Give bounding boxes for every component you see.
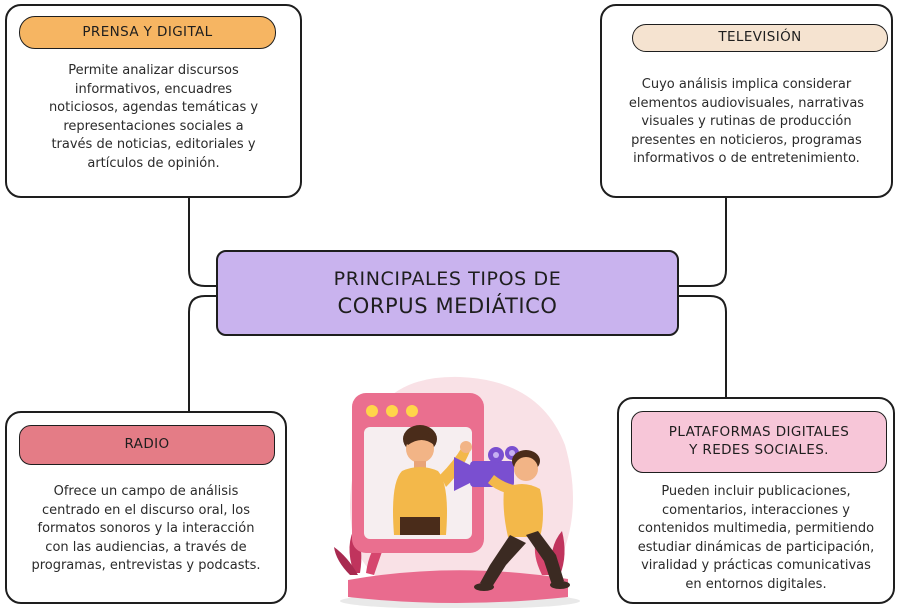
connector-radio bbox=[188, 295, 217, 412]
connector-plataformas bbox=[679, 295, 727, 398]
node-television-text: Cuyo análisis implica considerar element… bbox=[628, 77, 865, 167]
node-prensa-title: PRENSA Y DIGITAL bbox=[19, 16, 276, 49]
node-plataformas-card: PLATAFORMAS DIGITALES Y REDES SOCIALES. … bbox=[617, 397, 895, 604]
connector-television bbox=[679, 198, 727, 287]
center-title-line-2: CORPUS MEDIÁTICO bbox=[337, 294, 558, 318]
node-radio-card: RADIO Ofrece un campo de análisis centra… bbox=[5, 411, 287, 604]
connector-prensa bbox=[188, 198, 217, 287]
node-radio-text: Ofrece un campo de análisis centrado en … bbox=[31, 484, 261, 574]
node-plataformas-text: Pueden incluir publicaciones, comentario… bbox=[637, 484, 875, 592]
node-television-title: TELEVISIÓN bbox=[632, 24, 888, 52]
node-prensa-card: PRENSA Y DIGITAL Permite analizar discur… bbox=[5, 4, 302, 198]
center-topic-box: PRINCIPALES TIPOS DE CORPUS MEDIÁTICO bbox=[216, 250, 679, 336]
center-title-line-1: PRINCIPALES TIPOS DE bbox=[333, 268, 562, 290]
node-radio-title: RADIO bbox=[19, 425, 275, 465]
video-recording-illustration-icon bbox=[334, 376, 580, 608]
node-plataformas-title: PLATAFORMAS DIGITALES Y REDES SOCIALES. bbox=[631, 411, 887, 473]
node-prensa-text: Permite analizar discursos informativos,… bbox=[48, 63, 259, 171]
node-television-card: TELEVISIÓN Cuyo análisis implica conside… bbox=[600, 4, 893, 198]
